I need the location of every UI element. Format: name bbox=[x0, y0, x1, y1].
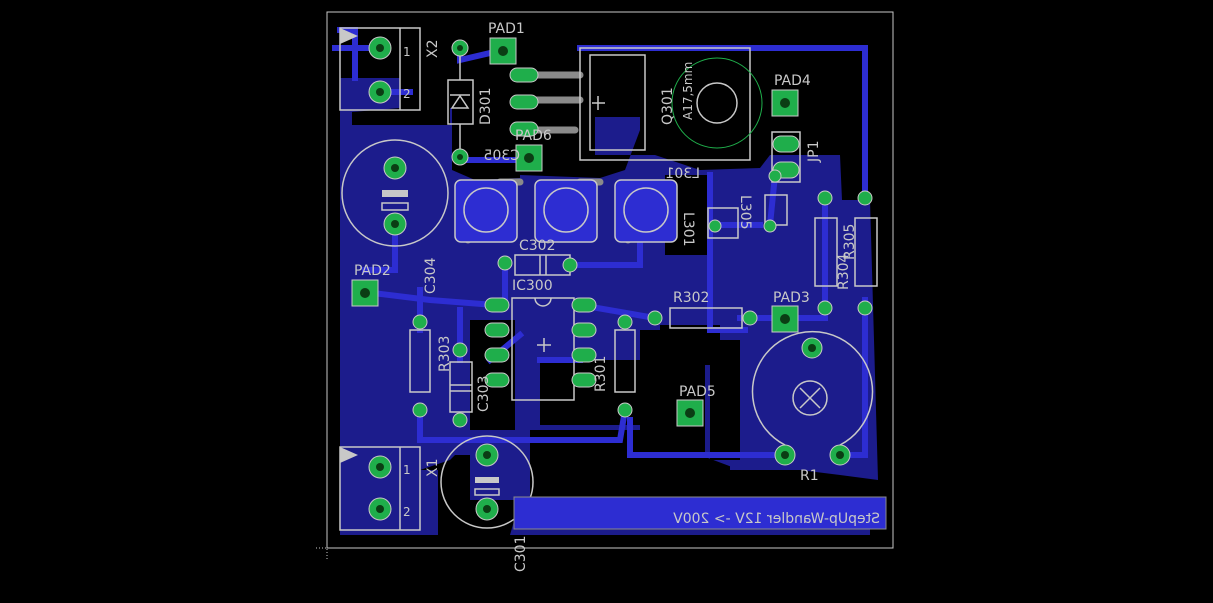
label-x1: X1 bbox=[425, 459, 441, 478]
label-d301: D301 bbox=[478, 87, 494, 125]
label-c301: C301 bbox=[513, 536, 529, 573]
label-pin2b: 2 bbox=[403, 505, 411, 519]
board-text: StepUp-Wandler 12V -> 200V bbox=[673, 511, 880, 527]
label-pad2: PAD2 bbox=[354, 263, 391, 279]
label-ic300: IC300 bbox=[512, 278, 553, 294]
terminal-block-x2[interactable] bbox=[339, 27, 421, 111]
resistor-r305[interactable] bbox=[854, 217, 878, 287]
label-q301: Q301 bbox=[660, 87, 676, 125]
capacitor-c301-body[interactable] bbox=[440, 435, 534, 529]
resistor-r303[interactable] bbox=[409, 329, 431, 393]
label-r303: R303 bbox=[437, 336, 453, 372]
ic-ic300[interactable] bbox=[511, 297, 575, 401]
label-c305: C305 bbox=[484, 148, 521, 164]
inductor-blocks[interactable] bbox=[454, 179, 678, 243]
transistor-q301[interactable] bbox=[579, 47, 763, 161]
copper-voids bbox=[400, 30, 840, 460]
trimmer-r1[interactable] bbox=[751, 330, 874, 446]
label-c304: C304 bbox=[423, 257, 439, 294]
label-jp1: JP1 bbox=[806, 141, 822, 163]
label-pin2: 2 bbox=[403, 87, 411, 101]
label-pad3: PAD3 bbox=[773, 290, 810, 306]
resistor-r302[interactable] bbox=[669, 307, 743, 329]
resistor-r301[interactable] bbox=[614, 329, 636, 393]
silkscreen-labels: PAD1 PAD4 PAD6 PAD2 PAD3 PAD5 X2 X1 1 2 … bbox=[354, 21, 858, 572]
board-text-box: StepUp-Wandler 12V -> 200V bbox=[513, 496, 887, 530]
label-heatsink: A17,5mm bbox=[681, 62, 695, 120]
label-pad1: PAD1 bbox=[488, 21, 525, 37]
label-pad4: PAD4 bbox=[774, 73, 811, 89]
label-l305: L305 bbox=[737, 195, 753, 230]
label-r1: R1 bbox=[800, 468, 819, 484]
label-r302: R302 bbox=[673, 290, 709, 306]
label-l301: L301 bbox=[665, 166, 700, 182]
board-outline bbox=[326, 11, 894, 549]
label-pad6: PAD6 bbox=[515, 128, 552, 144]
label-pad5: PAD5 bbox=[679, 384, 716, 400]
jumper-jp1[interactable] bbox=[771, 131, 801, 183]
label-r301: R301 bbox=[593, 356, 609, 392]
label-r304: R304 bbox=[836, 253, 852, 290]
capacitor-c303-body[interactable] bbox=[449, 361, 473, 413]
resistor-r304[interactable] bbox=[814, 217, 838, 287]
label-l301b: L301 bbox=[680, 212, 696, 247]
pads[interactable] bbox=[351, 36, 873, 521]
label-c302: C302 bbox=[519, 238, 556, 254]
origin-marker bbox=[316, 537, 338, 560]
diode-d301[interactable] bbox=[447, 55, 474, 150]
label-r305: R305 bbox=[842, 224, 858, 260]
capacitor-c304-body[interactable] bbox=[341, 139, 449, 247]
label-c303: C303 bbox=[476, 376, 492, 413]
terminal-block-x1[interactable] bbox=[339, 446, 421, 531]
label-pin1b: 1 bbox=[403, 463, 411, 477]
label-pin1: 1 bbox=[403, 45, 411, 59]
label-x2: X2 bbox=[425, 40, 441, 59]
